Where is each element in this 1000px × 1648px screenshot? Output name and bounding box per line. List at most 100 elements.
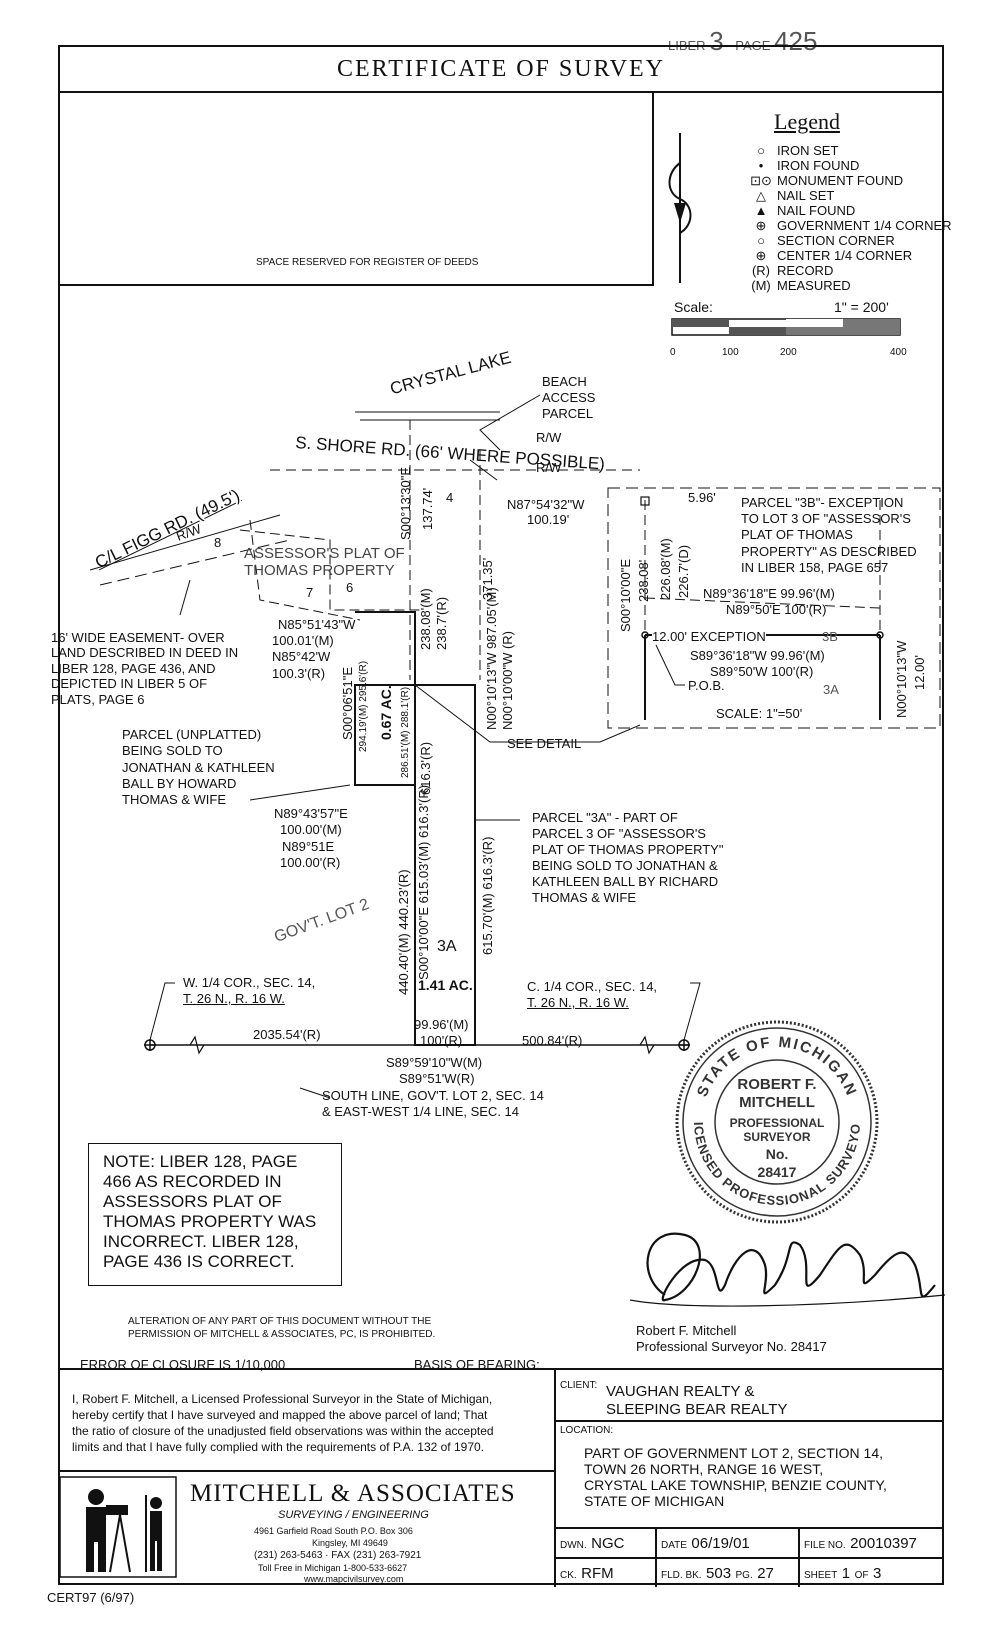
distance-440: 440.40'(M) 440.23'(R) xyxy=(396,869,411,995)
bearing-s00-13: S00°13'30"E xyxy=(398,466,413,540)
company-address-2: Kingsley, MI 49649 xyxy=(312,1538,388,1548)
company-address-1: 4961 Garfield Road South P.O. Box 306 xyxy=(254,1526,413,1536)
see-detail-label: SEE DETAIL xyxy=(507,736,582,751)
surveyor-seal: STATE OF MICHIGAN LICENSED PROFESSIONAL … xyxy=(672,1017,879,1224)
distance-615-70: 615.70'(M) 616.3'(R) xyxy=(480,836,495,955)
lot-number-4: 4 xyxy=(446,490,454,505)
seal-name-1: ROBERT F. xyxy=(737,1076,816,1093)
company-phone: (231) 263-5463 · FAX (231) 263-7921 xyxy=(254,1550,422,1561)
bearing-n00-record: N00°10'00"W (R) xyxy=(500,631,515,730)
assessors-plat-label-2: THOMAS PROPERTY xyxy=(244,562,395,579)
bearing-s89-59: S89°59'10"W(M) xyxy=(386,1055,483,1070)
seal-title-1: PROFESSIONAL xyxy=(730,1116,825,1130)
bearing-n85-m: N85°51'43"W xyxy=(278,617,356,632)
detail-bearing-s89-50: S89°50'W 100'(R) xyxy=(710,664,814,679)
alteration-notice-1: ALTERATION OF ANY PART OF THIS DOCUMENT … xyxy=(128,1316,432,1327)
certification-4: limits and that I have fully complied wi… xyxy=(72,1440,485,1454)
south-line-2: & EAST-WEST 1/4 LINE, SEC. 14 xyxy=(322,1104,519,1119)
company-tagline: SURVEYING / ENGINEERING xyxy=(278,1509,429,1521)
location-line-4: STATE OF MICHIGAN xyxy=(584,1493,725,1509)
distance-100-3: 100.3'(R) xyxy=(272,666,326,681)
scale-tick-100: 100 xyxy=(722,347,739,358)
distance-100-00r: 100.00'(R) xyxy=(280,855,341,870)
legend-item-monument-found: ⊡⊙MONUMENT FOUND xyxy=(750,173,904,188)
acreage-large-parcel: 1.41 AC. xyxy=(418,977,473,993)
company-tollfree: Toll Free in Michigan 1-800-533-6627 xyxy=(258,1563,408,1573)
distance-137-74: 137.74' xyxy=(420,487,435,530)
legend-item-iron-set: ○IRON SET xyxy=(757,143,839,158)
legend-item-measured: (M)MEASURED xyxy=(751,278,851,293)
detail-bearing-s89-36: S89°36'18"W 99.96'(M) xyxy=(690,648,825,663)
parcel-3a-5: KATHLEEN BALL BY RICHARD xyxy=(532,874,719,889)
parcel-3a-2: PARCEL 3 OF "ASSESSOR'S xyxy=(532,826,706,841)
detail-exception: 12.00' EXCEPTION xyxy=(652,629,766,644)
client-line-1: VAUGHAN REALTY & xyxy=(606,1383,755,1400)
parcel-unplatted-1: PARCEL (UNPLATTED) xyxy=(122,727,262,742)
south-line-1: SOUTH LINE, GOV'T. LOT 2, SEC. 14 xyxy=(322,1088,544,1103)
west-quarter-corner-2: T. 26 N., R. 16 W. xyxy=(183,991,285,1006)
client-line-2: SLEEPING BEAR REALTY xyxy=(606,1401,788,1418)
distance-100-01: 100.01'(M) xyxy=(272,633,334,648)
scale-tick-400: 400 xyxy=(890,347,907,358)
detail-pob: P.O.B. xyxy=(688,678,725,693)
bearing-n89-51: N89°51E xyxy=(282,839,335,854)
detail-distance-5-96: 5.96' xyxy=(688,490,716,505)
bearing-n89-43: N89°43'57"E xyxy=(274,806,348,821)
distance-286: 286.51'(M) 288.1'(R) xyxy=(400,686,411,778)
easement-note-5: PLATS, PAGE 6 xyxy=(51,692,145,707)
distance-500: 500.84'(R) xyxy=(522,1033,583,1048)
center-quarter-corner-1: C. 1/4 COR., SEC. 14, xyxy=(527,979,658,994)
detail-distance-238-08: 238.08' xyxy=(636,559,651,602)
parcel-3a-3: PLAT OF THOMAS PROPERTY" xyxy=(532,842,724,857)
scale-value: 1" = 200' xyxy=(834,299,889,315)
easement-note-4: DEPICTED IN LIBER 5 OF xyxy=(51,676,208,691)
rw-label-2: R/W xyxy=(536,460,562,475)
detail-distance-226d: 226.7'(D) xyxy=(676,544,691,598)
scale-tick-0: 0 xyxy=(670,347,676,358)
scale-tick-200: 200 xyxy=(780,347,797,358)
legend-item-iron-found: •IRON FOUND xyxy=(758,158,860,173)
alteration-notice-2: PERMISSION OF MITCHELL & ASSOCIATES, PC,… xyxy=(128,1329,436,1340)
distance-100-19: 100.19' xyxy=(527,512,570,527)
parcel-3b-1: PARCEL "3B"- EXCEPTION xyxy=(741,495,904,510)
legend-item-record: (R)RECORD xyxy=(751,263,834,278)
center-quarter-corner-2: T. 26 N., R. 16 W. xyxy=(527,995,629,1010)
beach-access-label-1: BEACH xyxy=(542,374,587,389)
legend-title: Legend xyxy=(774,109,840,134)
parcel-3a-6: THOMAS & WIFE xyxy=(532,890,636,905)
detail-bearing-n00-10-13: N00°10'13"W xyxy=(894,640,909,718)
register-space: SPACE RESERVED FOR REGISTER OF DEEDS xyxy=(58,93,654,286)
signature-name: Robert F. Mitchell xyxy=(636,1323,737,1338)
easement-note-3: LIBER 128, PAGE 436, AND xyxy=(51,661,216,676)
distance-294: 294.19'(M) 295.6'(R) xyxy=(358,660,369,752)
parcel-3b-3: PLAT OF THOMAS xyxy=(741,527,853,542)
easement-note-1: 16' WIDE EASEMENT- OVER xyxy=(51,630,225,645)
scale-bar xyxy=(671,318,901,336)
parcel-3a-label: 3A xyxy=(437,938,457,955)
detail-label-3a: 3A xyxy=(823,682,839,697)
lot-number-7: 7 xyxy=(306,585,314,600)
location-label: LOCATION: xyxy=(560,1425,614,1436)
west-quarter-corner-1: W. 1/4 COR., SEC. 14, xyxy=(183,975,316,990)
form-code: CERT97 (6/97) xyxy=(47,1590,135,1605)
beach-access-label-2: ACCESS xyxy=(542,390,596,405)
detail-label-3b: 3B xyxy=(822,629,838,644)
legend-item-government-corner: ⊕GOVERNMENT 1/4 CORNER xyxy=(755,218,952,233)
certification-1: I, Robert F. Mitchell, a Licensed Profes… xyxy=(72,1392,493,1406)
parcel-3a-1: PARCEL "3A" - PART OF xyxy=(532,810,678,825)
distance-99-96m: 99.96'(M) xyxy=(414,1017,469,1032)
bearing-n00-987: N00°10'13"W 987.05'(M) xyxy=(484,587,499,730)
field-book-field: FLD. BK. 503 PG. 27 xyxy=(661,1565,774,1582)
page-number: 425 xyxy=(774,26,818,56)
location-line-2: TOWN 26 NORTH, RANGE 16 WEST, xyxy=(584,1461,824,1477)
detail-bearing-s00-10: S00°10'00"E xyxy=(618,558,633,632)
legend-item-nail-set: △NAIL SET xyxy=(756,188,835,203)
lot-number-8: 8 xyxy=(214,535,222,550)
title-block: I, Robert F. Mitchell, a Licensed Profes… xyxy=(58,1368,944,1587)
legend-item-nail-found: ▲NAIL FOUND xyxy=(754,203,856,218)
seal-no-label: No. xyxy=(766,1146,789,1162)
parcel-unplatted-2: BEING SOLD TO xyxy=(122,743,223,758)
distance-2035: 2035.54'(R) xyxy=(253,1027,321,1042)
document-frame xyxy=(58,45,944,1585)
